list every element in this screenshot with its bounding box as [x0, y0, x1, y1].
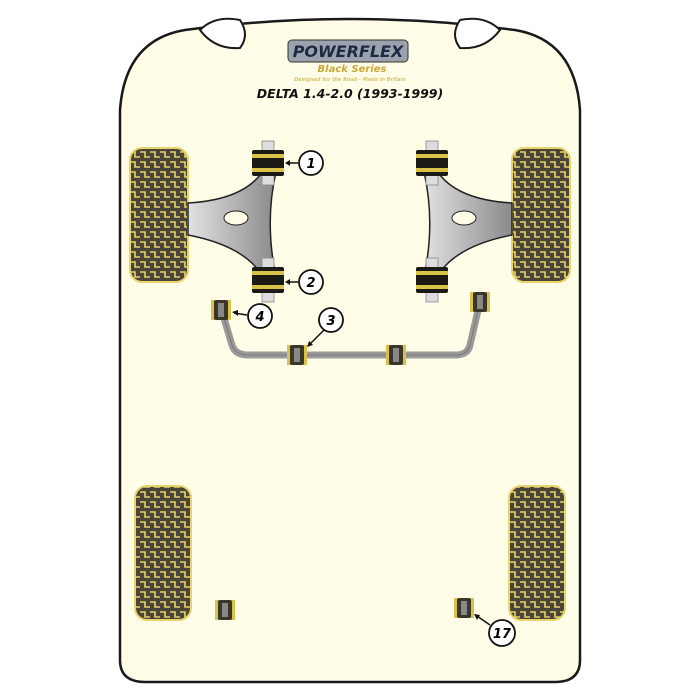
bush-4-left	[211, 300, 231, 320]
bush-3-right	[386, 345, 406, 365]
bush-3-left	[287, 345, 307, 365]
tyre-rear-right	[508, 485, 566, 621]
tyre-rear-left	[134, 485, 192, 621]
tyre-front-right	[511, 147, 571, 283]
anti-roll-bar-shading	[219, 301, 481, 356]
callout-4-number: 4	[254, 310, 264, 325]
bush-17-right	[454, 598, 474, 618]
bush-4-right	[470, 292, 490, 312]
callout-3-number: 3	[326, 314, 335, 329]
callout-4: 4	[232, 303, 273, 329]
callout-1-number: 1	[306, 157, 315, 172]
callout-2-number: 2	[306, 276, 315, 291]
callout-3-leader	[308, 329, 325, 346]
callout-1-circle	[298, 150, 324, 176]
car-body-outline	[118, 17, 582, 684]
vehicle-title: DELTA 1.4-2.0 (1993-1999)	[257, 86, 443, 101]
wishbone-right-hole	[451, 210, 477, 226]
callout-17-number: 17	[493, 627, 512, 642]
callout-3-arrowhead	[307, 341, 313, 347]
left-mirror-notch	[198, 17, 246, 50]
callout-4-circle	[247, 303, 273, 329]
bush-17-left	[215, 600, 235, 620]
powerflex-logo: POWERFLEX Black Series Designed for the …	[287, 39, 409, 83]
callout-17-arrowhead	[474, 614, 480, 620]
callout-2-circle	[298, 269, 324, 295]
tyre-front-left	[129, 147, 189, 283]
callout-17-leader	[476, 615, 491, 626]
callout-17-circle	[488, 619, 516, 647]
callout-4-arrowhead	[232, 310, 238, 316]
svg-text:POWERFLEX: POWERFLEX	[293, 42, 404, 61]
callout-3: 3	[307, 307, 344, 347]
callout-17: 17	[474, 614, 516, 647]
svg-text:Black Series: Black Series	[318, 64, 387, 75]
svg-text:Designed for the Road - Made i: Designed for the Road - Made in Britain	[294, 77, 406, 83]
callout-2: 2	[285, 269, 324, 295]
callout-3-circle	[318, 307, 344, 333]
callout-1: 1	[285, 150, 324, 176]
callout-2-arrowhead	[285, 279, 290, 285]
right-mirror-notch	[454, 17, 502, 50]
wishbone-left-hole	[223, 210, 249, 226]
callout-1-arrowhead	[285, 160, 290, 166]
